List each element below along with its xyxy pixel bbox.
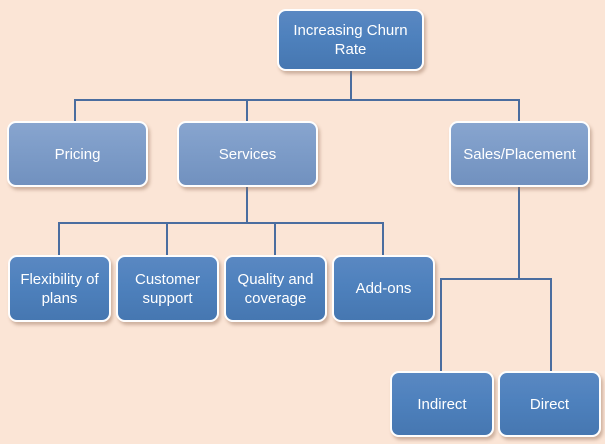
connector-line — [58, 222, 60, 256]
connector-line — [166, 222, 168, 256]
node-pricing: Pricing — [7, 121, 148, 187]
node-indirect: Indirect — [390, 371, 494, 437]
node-direct: Direct — [498, 371, 601, 437]
connector-line — [74, 99, 520, 101]
node-services: Services — [177, 121, 318, 187]
node-label: Indirect — [417, 395, 467, 413]
node-sales-placement: Sales/Placement — [449, 121, 590, 187]
connector-line — [246, 187, 248, 224]
node-label: Sales/Placement — [463, 145, 576, 163]
node-label: Increasing Churn Rate — [293, 22, 408, 58]
connector-line — [440, 278, 442, 372]
node-add-ons: Add-ons — [332, 255, 435, 322]
connector-line — [382, 222, 384, 256]
node-flexibility-of-plans: Flexibility of plans — [8, 255, 111, 322]
connector-line — [274, 222, 276, 256]
node-label: Pricing — [54, 145, 101, 163]
node-label: Services — [218, 145, 277, 163]
node-label: Add-ons — [355, 280, 412, 297]
connector-line — [440, 278, 552, 280]
connector-line — [350, 71, 352, 101]
node-customer-support: Customer support — [116, 255, 219, 322]
connector-line — [246, 99, 248, 122]
node-increasing-churn-rate: Increasing Churn Rate — [277, 9, 424, 71]
connector-line — [518, 99, 520, 122]
connector-line — [58, 222, 384, 224]
connector-line — [550, 278, 552, 372]
connector-line — [74, 99, 76, 122]
node-label: Quality and coverage — [237, 270, 314, 307]
node-quality-and-coverage: Quality and coverage — [224, 255, 327, 322]
node-label: Flexibility of plans — [20, 270, 99, 307]
node-label: Customer support — [134, 270, 201, 307]
node-label: Direct — [529, 395, 570, 413]
connector-line — [518, 187, 520, 280]
